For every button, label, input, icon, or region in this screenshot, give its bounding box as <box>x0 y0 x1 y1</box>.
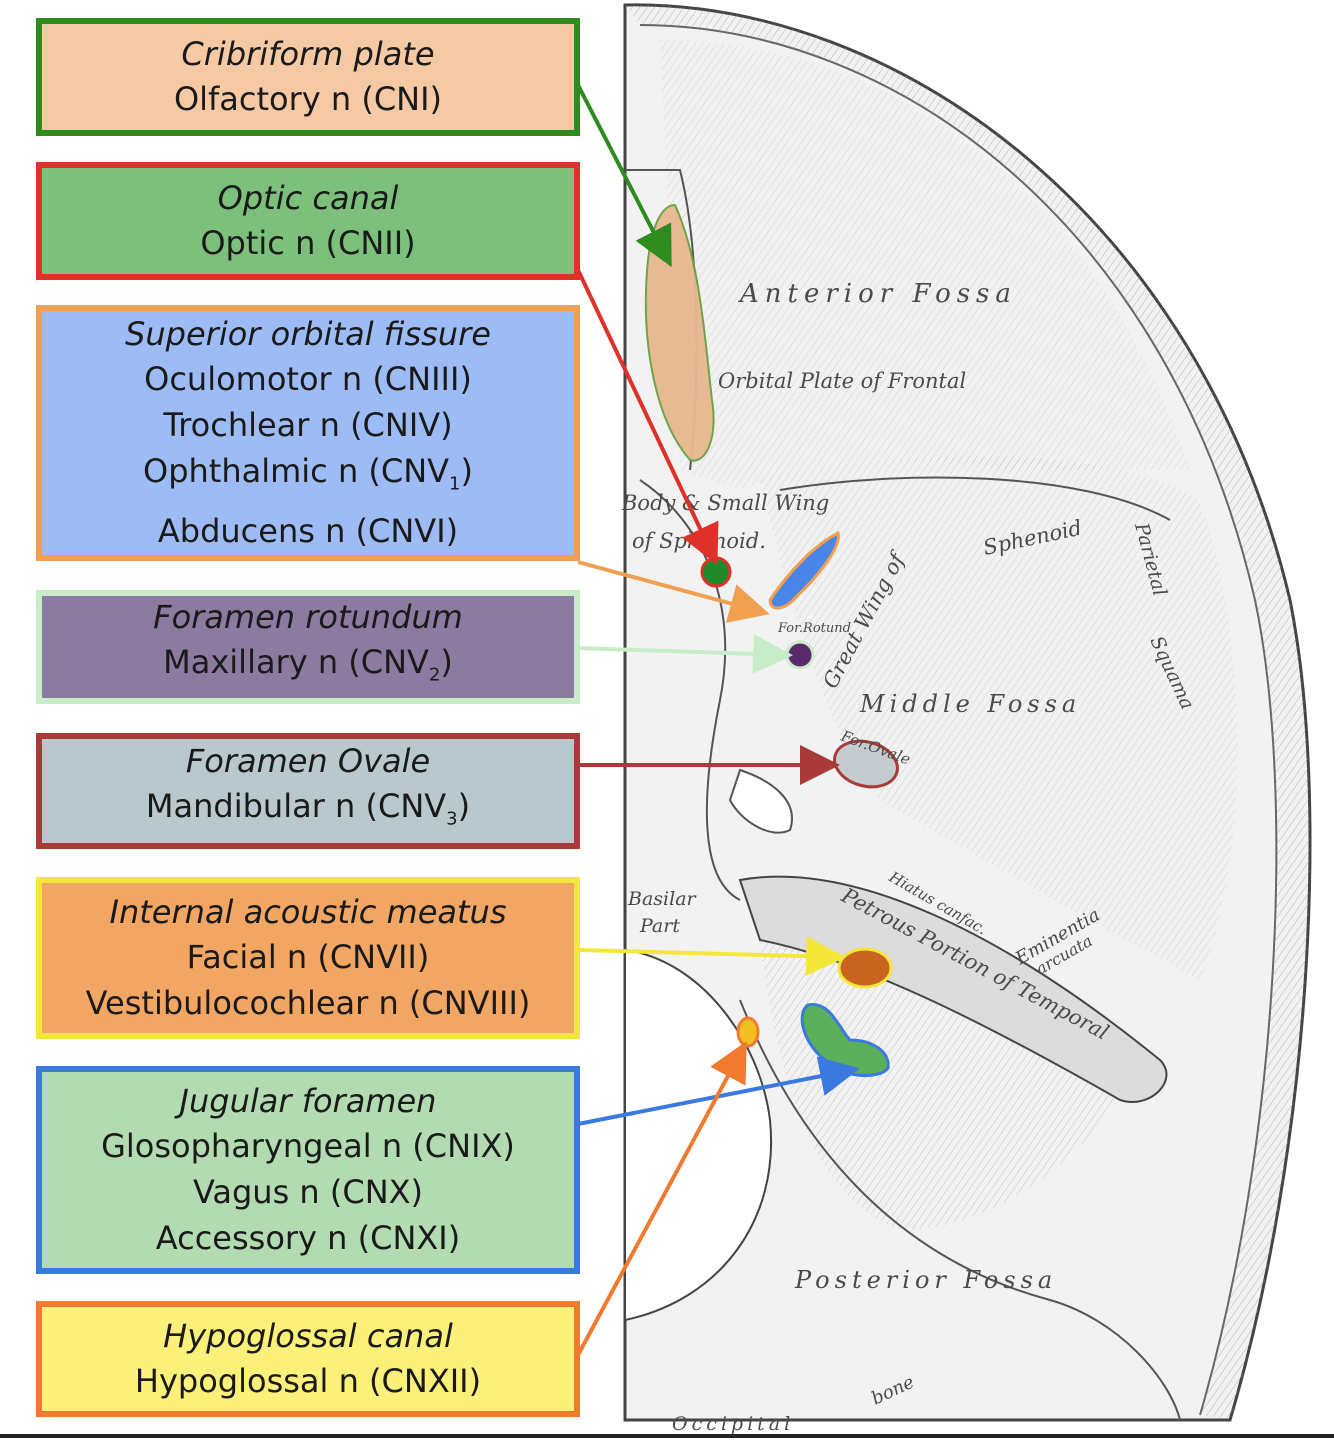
label-jugular-foramen: Jugular foramen Glosopharyngeal n (CNIX)… <box>36 1066 580 1274</box>
nerve-line: Accessory n (CNXI) <box>155 1219 461 1257</box>
foramen-rotundum-highlight <box>785 640 815 670</box>
nerve-line: Vestibulocochlear n (CNVIII) <box>85 984 531 1022</box>
label-superior-orbital-fissure: Superior orbital fissure Oculomotor n (C… <box>36 305 580 561</box>
nerve-line: Glosopharyngeal n (CNIX) <box>101 1127 515 1165</box>
nerve-line: Abducens n (CNVI) <box>157 511 459 550</box>
bottom-border <box>0 1434 1334 1438</box>
superior-orbital-fissure-highlight <box>768 530 840 610</box>
label-foramen-ovale: Foramen Ovale Mandibular n (CNV3) <box>36 733 580 849</box>
arrow-hypoglossal <box>576 1040 747 1356</box>
label-title: Optic canal <box>217 179 399 217</box>
internal-acoustic-meatus-highlight <box>837 947 893 989</box>
hypoglossal-canal-highlight <box>736 1016 760 1048</box>
nerve-line: Mandibular n (CNV3) <box>145 787 471 830</box>
nerve-line: Trochlear n (CNIV) <box>163 406 453 445</box>
label-cribriform-plate: Cribriform plate Olfactory n (CNI) <box>36 18 580 136</box>
arrow-iam <box>577 936 846 977</box>
label-title: Superior orbital fissure <box>125 315 491 354</box>
nerve-line: Optic n (CNII) <box>200 224 416 262</box>
label-title: Foramen rotundum <box>153 598 463 637</box>
arrow-optic <box>576 269 719 566</box>
arrow-rotundum <box>577 633 793 674</box>
nerve-line: Facial n (CNVII) <box>186 938 430 976</box>
foramina-highlights <box>644 203 899 1078</box>
posterior-fossa-text: Posterior Fossa <box>794 1266 1057 1294</box>
nerve-line: Vagus n (CNX) <box>192 1173 424 1211</box>
label-internal-acoustic-meatus: Internal acoustic meatus Facial n (CNVII… <box>36 877 580 1039</box>
nerve-line: Oculomotor n (CNIII) <box>144 360 472 399</box>
label-hypoglossal-canal: Hypoglossal canal Hypoglossal n (CNXII) <box>36 1301 580 1417</box>
label-title: Foramen Ovale <box>185 742 431 781</box>
optic-canal-highlight <box>700 556 732 588</box>
leader-arrows <box>576 84 860 1356</box>
anterior-fossa-text: Anterior Fossa <box>738 279 1017 309</box>
label-title: Cribriform plate <box>181 35 435 73</box>
body-small-wing-text: Body & Small Wing <box>621 491 829 515</box>
label-title: Jugular foramen <box>179 1082 437 1120</box>
nerve-line: Maxillary n (CNV2) <box>163 643 453 686</box>
of-sphenoid-text: of Sphenoid. <box>632 529 766 553</box>
orbital-plate-text: Orbital Plate of Frontal <box>718 369 966 393</box>
label-title: Hypoglossal canal <box>163 1317 453 1355</box>
arrow-cribriform <box>576 84 672 268</box>
label-foramen-rotundum: Foramen rotundum Maxillary n (CNV2) <box>36 590 580 704</box>
middle-fossa-text: Middle Fossa <box>859 690 1081 718</box>
skull-outline <box>623 3 1312 1422</box>
label-optic-canal: Optic canal Optic n (CNII) <box>36 162 580 280</box>
rotund-text: For.Rotund <box>777 621 851 636</box>
basilar-text: Basilar <box>627 888 698 910</box>
nerve-line: Olfactory n (CNI) <box>173 80 443 118</box>
arrow-sof <box>577 560 770 623</box>
occipital-text: Occipital <box>672 1413 794 1435</box>
nerve-line: Hypoglossal n (CNXII) <box>134 1362 482 1400</box>
nerve-line: Ophthalmic n (CNV1) <box>143 452 473 495</box>
part-text: Part <box>639 915 680 937</box>
label-title: Internal acoustic meatus <box>109 893 507 931</box>
